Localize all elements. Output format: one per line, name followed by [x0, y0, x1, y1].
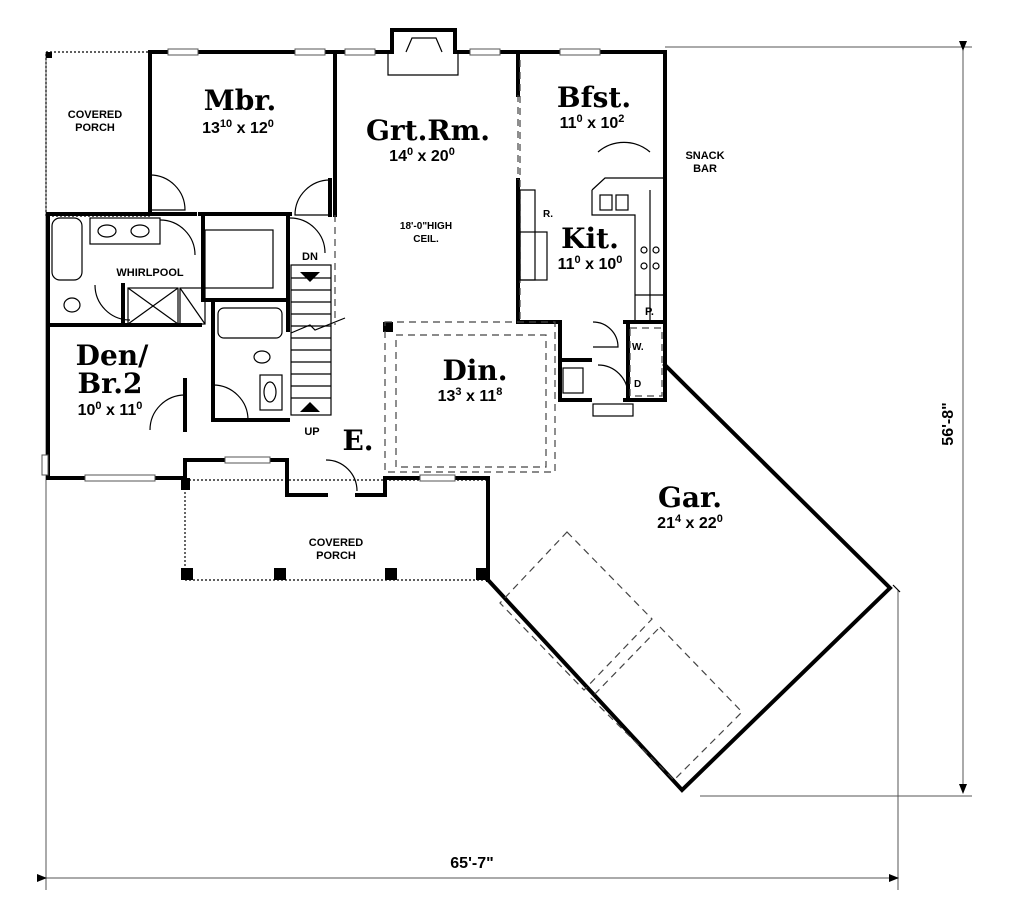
stairs-down-label: DN — [302, 251, 318, 263]
great-room-name: Grt.Rm. — [366, 114, 490, 147]
dryer-label: D — [634, 379, 641, 390]
front-porch-label-2: PORCH — [316, 550, 356, 562]
rear-porch-label-1: COVERED — [68, 109, 122, 121]
stairs-up-label: UP — [304, 426, 319, 438]
ceiling-note-1: 18'-0"HIGH — [400, 221, 452, 232]
mbr-size: 1310 x 120 — [202, 118, 274, 137]
pantry-label: P. — [645, 306, 654, 318]
snack-bar-label-2: BAR — [693, 163, 717, 175]
den-size: 100 x 110 — [78, 400, 143, 419]
whirlpool-label: WHIRLPOOL — [116, 267, 183, 279]
entry-name: E. — [342, 424, 373, 457]
overall-width-dimension: 65'-7" — [450, 855, 493, 872]
garage-name: Gar. — [658, 481, 722, 514]
front-porch-label-1: COVERED — [309, 537, 363, 549]
door-swings — [94, 141, 651, 492]
snack-bar-label-1: SNACK — [685, 150, 724, 162]
mbr-name: Mbr. — [204, 84, 277, 117]
interior-walls — [121, 50, 667, 490]
overall-depth-dimension: 56'-8" — [940, 402, 957, 445]
refrigerator-label: R. — [543, 209, 553, 220]
down-arrow-icon — [300, 272, 320, 282]
washer-label: W. — [632, 342, 644, 353]
great-room-size: 140 x 200 — [389, 146, 455, 165]
ceiling-note-2: CEIL. — [413, 234, 439, 245]
den-name-1: Den/ — [76, 339, 149, 372]
breakfast-size: 110 x 102 — [560, 113, 625, 132]
rear-covered-porch — [45, 51, 151, 217]
rear-porch-label-2: PORCH — [75, 122, 115, 134]
fixtures — [41, 48, 743, 781]
den-name-2: Br.2 — [77, 367, 142, 400]
dining-name: Din. — [442, 354, 507, 387]
kitchen-name: Kit. — [561, 222, 619, 255]
kitchen-size: 110 x 100 — [558, 254, 623, 273]
dining-size: 133 x 118 — [438, 386, 503, 405]
up-arrow-icon — [300, 402, 320, 412]
labels: COVERED PORCH Mbr. 1310 x 120 Grt.Rm. 14… — [68, 81, 957, 872]
breakfast-name: Bfst. — [557, 81, 631, 114]
garage-size: 214 x 220 — [657, 513, 723, 532]
